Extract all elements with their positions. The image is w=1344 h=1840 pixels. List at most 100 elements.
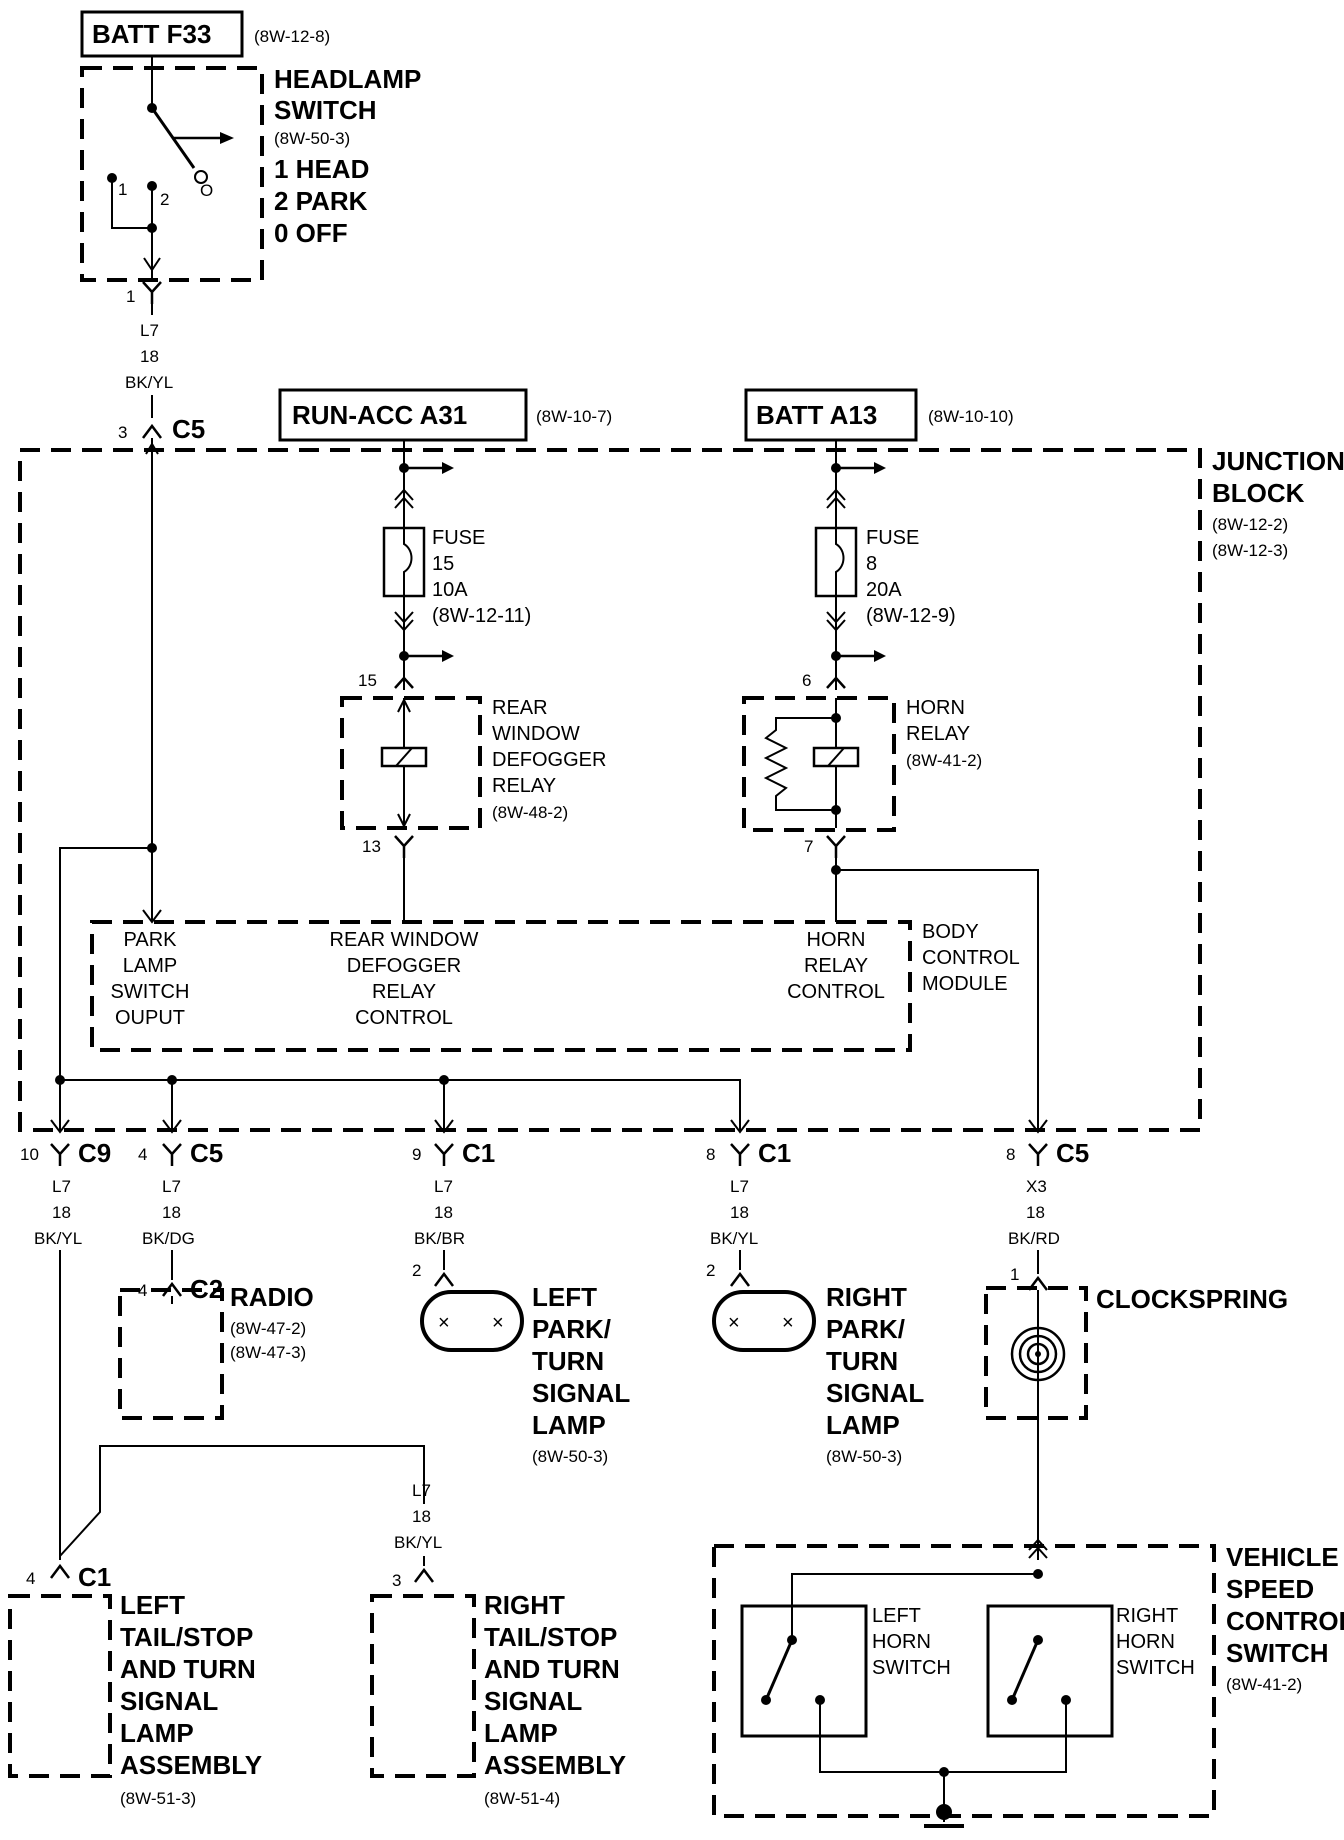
defogger-relay-line-3: DEFOGGER <box>492 749 606 771</box>
speed-control-ref: (8W-41-2) <box>1226 1675 1302 1694</box>
headlamp-pin: 1 <box>126 287 135 306</box>
right-tail-line-3: AND TURN <box>484 1654 620 1684</box>
left-tail-line-6: ASSEMBLY <box>120 1750 262 1780</box>
switch-position-park: 2 PARK <box>274 186 368 216</box>
c9-circuit: L7 <box>52 1177 71 1196</box>
wire-top-circuit: L7 <box>140 321 159 340</box>
vehicle-speed-control-switch: LEFT HORN SWITCH RIGHT HORN SWITCH VEHIC… <box>712 1542 1344 1828</box>
c1-9-circuit: L7 <box>434 1177 453 1196</box>
right-park-pin: 2 <box>706 1261 715 1280</box>
right-park-line-5: LAMP <box>826 1410 900 1440</box>
right-tail-wire-color: BK/YL <box>394 1533 442 1552</box>
horn-relay-ref: (8W-41-2) <box>906 751 982 770</box>
left-horn-line-3: SWITCH <box>872 1657 951 1679</box>
fuse15-line-1: FUSE <box>432 527 485 549</box>
run-acc-a31-ref: (8W-10-7) <box>536 407 612 426</box>
switch-position-head: 1 HEAD <box>274 154 369 184</box>
right-park-lamp: × × RIGHT PARK/ TURN SIGNAL LAMP (8W-50-… <box>712 1282 924 1466</box>
left-tail-line-2: TAIL/STOP <box>120 1622 253 1652</box>
right-park-line-2: PARK/ <box>826 1314 905 1344</box>
headlamp-switch-ref: (8W-50-3) <box>274 129 350 148</box>
bcm-defogger-3: RELAY <box>372 981 436 1003</box>
c1-8-gauge: 18 <box>730 1203 749 1222</box>
defogger-relay-pin-out: 13 <box>362 837 381 856</box>
fuse8-line-4: (8W-12-9) <box>866 605 956 627</box>
fuse8-line-2: 8 <box>866 553 877 575</box>
defogger-relay-line-4: RELAY <box>492 775 556 797</box>
left-park-line-2: PARK/ <box>532 1314 611 1344</box>
right-horn-line-2: HORN <box>1116 1631 1175 1653</box>
defogger-relay-pin-in: 15 <box>358 671 377 690</box>
right-tail-lamp-assembly: RIGHT TAIL/STOP AND TURN SIGNAL LAMP ASS… <box>370 1590 626 1808</box>
switch-terminal-1: 1 <box>118 180 127 199</box>
c1-9-gauge: 18 <box>434 1203 453 1222</box>
batt-a13-source: BATT A13 (8W-10-10) <box>744 388 1014 442</box>
fuse8-line-1: FUSE <box>866 527 919 549</box>
bcm-park-1: PARK <box>124 929 178 951</box>
radio-label: RADIO <box>230 1282 314 1312</box>
right-horn-line-3: SWITCH <box>1116 1657 1195 1679</box>
left-horn-line-2: HORN <box>872 1631 931 1653</box>
bcm-defogger-4: CONTROL <box>355 1007 453 1029</box>
c9-name: C9 <box>78 1138 111 1168</box>
left-park-line-4: SIGNAL <box>532 1378 630 1408</box>
fuse15-line-3: 10A <box>432 579 468 601</box>
left-tail-lamp-assembly: LEFT TAIL/STOP AND TURN SIGNAL LAMP ASSE… <box>8 1590 262 1808</box>
junction-block-title-1: JUNCTION <box>1212 446 1344 476</box>
horn-relay-line-1: HORN <box>906 697 965 719</box>
bcm-park-2: LAMP <box>123 955 177 977</box>
c1-8-name: C1 <box>758 1138 791 1168</box>
speed-control-line-1: VEHICLE <box>1226 1542 1339 1572</box>
c5-8-color: BK/RD <box>1008 1229 1060 1248</box>
speed-control-line-3: CONTROL <box>1226 1606 1344 1636</box>
right-park-ref: (8W-50-3) <box>826 1447 902 1466</box>
right-park-bulb-icon: × <box>728 1312 740 1334</box>
fuse15-line-4: (8W-12-11) <box>432 605 531 627</box>
right-horn-switch <box>986 1604 1114 1738</box>
c1-9-pin: 9 <box>412 1145 421 1164</box>
left-park-lamp: × × LEFT PARK/ TURN SIGNAL LAMP (8W-50-3… <box>420 1282 630 1466</box>
c9-gauge: 18 <box>52 1203 71 1222</box>
batt-a13-label: BATT A13 <box>756 400 877 430</box>
right-tail-ref: (8W-51-4) <box>484 1789 560 1808</box>
c5-8-name: C5 <box>1056 1138 1089 1168</box>
radio-ref-1: (8W-47-2) <box>230 1319 306 1338</box>
connector-c1-8: 8 C1 L7 18 BK/YL <box>706 1138 791 1248</box>
bcm-defogger-1: REAR WINDOW <box>330 929 479 951</box>
bcm-horn-2: RELAY <box>804 955 868 977</box>
junction-block-title-2: BLOCK <box>1212 478 1305 508</box>
right-tail-wire-gauge: 18 <box>412 1507 431 1526</box>
bcm-line-2: CONTROL <box>922 947 1020 969</box>
right-park-line-3: TURN <box>826 1346 898 1376</box>
horn-relay-pin-in: 6 <box>802 671 811 690</box>
bcm-horn-3: CONTROL <box>787 981 885 1003</box>
right-tail-pin: 3 <box>392 1571 401 1590</box>
connector-c9-10: 10 C9 L7 18 BK/YL <box>20 1138 111 1248</box>
right-tail-line-6: ASSEMBLY <box>484 1750 626 1780</box>
speed-control-line-4: SWITCH <box>1226 1638 1329 1668</box>
c5-8-gauge: 18 <box>1026 1203 1045 1222</box>
left-tail-line-3: AND TURN <box>120 1654 256 1684</box>
c5-4-pin: 4 <box>138 1145 147 1164</box>
left-tail-pin: 4 <box>26 1569 35 1588</box>
left-tail-line-4: SIGNAL <box>120 1686 218 1716</box>
fuse8-line-3: 20A <box>866 579 902 601</box>
junction-block-ref-1: (8W-12-2) <box>1212 515 1288 534</box>
c5-4-color: BK/DG <box>142 1229 195 1248</box>
defogger-relay-ref: (8W-48-2) <box>492 803 568 822</box>
svg-text:×: × <box>492 1312 504 1334</box>
connector-c5-4: 4 C5 L7 18 BK/DG <box>138 1138 223 1248</box>
left-park-bulb-icon: × <box>438 1312 450 1334</box>
left-park-pin: 2 <box>412 1261 421 1280</box>
c1-8-color: BK/YL <box>710 1229 758 1248</box>
horn-relay: HORN RELAY (8W-41-2) <box>742 696 982 832</box>
wire-top-color: BK/YL <box>125 373 173 392</box>
defogger-relay-line-1: REAR <box>492 697 548 719</box>
switch-terminal-0: O <box>200 181 213 200</box>
headlamp-switch: 1 2 O HEADLAMP SWITCH (8W-50-3) 1 HEAD 2… <box>80 64 421 282</box>
c5-top-connector <box>142 423 162 439</box>
bcm-horn-1: HORN <box>807 929 866 951</box>
left-park-line-5: LAMP <box>532 1410 606 1440</box>
c9-color: BK/YL <box>34 1229 82 1248</box>
